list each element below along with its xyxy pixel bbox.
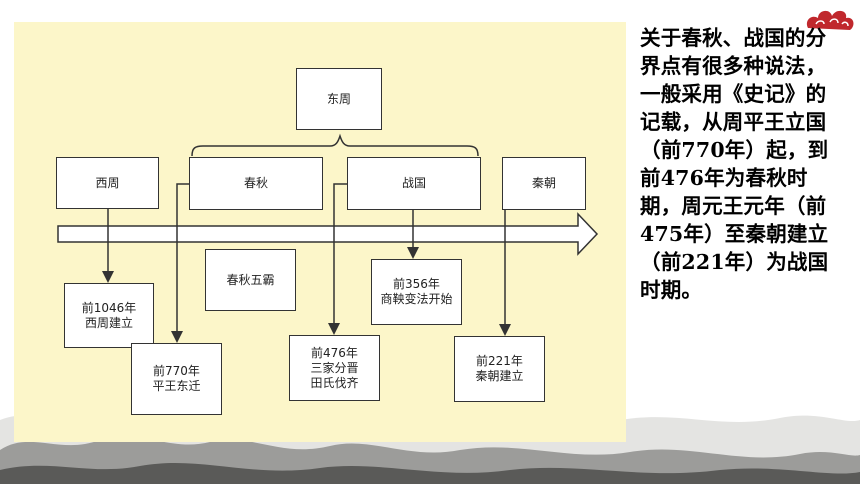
event-770: 前770年 平王东迁 (131, 343, 222, 415)
auspicious-cloud-icon (806, 10, 854, 30)
node-xizhou: 西周 (56, 157, 159, 209)
brace (191, 133, 479, 157)
explanation-text: 关于春秋、战国的分界点有很多种说法，一般采用《史记》的记载，从周平王立国（前77… (640, 26, 829, 302)
event-221: 前221年 秦朝建立 (454, 336, 545, 402)
event-356: 前356年 商鞅变法开始 (371, 259, 462, 325)
connector-chunqiu (171, 183, 189, 343)
node-chunqiu: 春秋 (189, 157, 323, 210)
node-qinchao: 秦朝 (502, 157, 586, 210)
connector-zhanguo-476 (328, 183, 347, 335)
node-zhanguo: 战国 (347, 157, 481, 210)
node-chunqiu-wuba: 春秋五霸 (205, 249, 296, 311)
event-476: 前476年 三家分晋 田氏伐齐 (289, 335, 380, 401)
timeline-arrow (57, 212, 599, 256)
node-dongzhou: 东周 (296, 68, 382, 130)
event-1046: 前1046年 西周建立 (64, 283, 154, 348)
